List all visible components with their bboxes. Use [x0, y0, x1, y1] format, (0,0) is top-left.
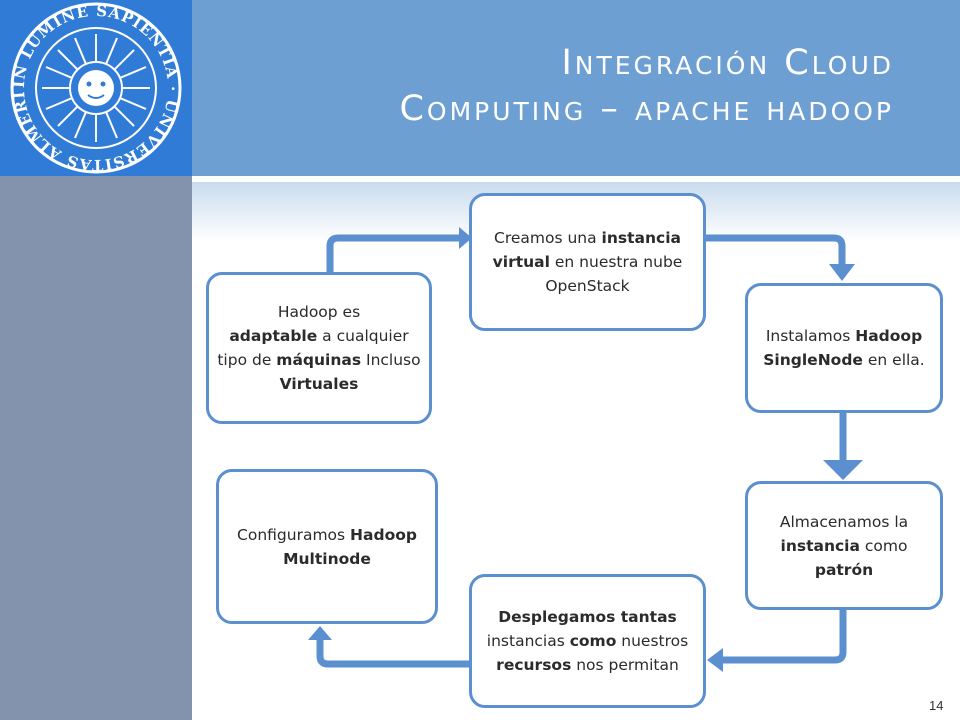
arrow-box4-to-box5: [722, 610, 847, 664]
page-number: 14: [929, 698, 944, 713]
box1-bold-virtuales: Virtuales: [279, 375, 359, 393]
arrowhead-box4: [823, 460, 863, 480]
box1-text-5: Incluso: [361, 351, 421, 369]
arrowhead-box6: [308, 626, 332, 640]
arrow-box5-to-box6: [316, 640, 470, 668]
box2-bold-instancia-virtual: instancia virtual: [492, 229, 681, 271]
box4-text-1: Almacenamos la: [779, 512, 909, 531]
slide-title-line-2: Computing – apache hadoop: [399, 89, 894, 129]
box1-bold-maquinas: máquinas: [276, 351, 362, 369]
flow-box-hadoop-adaptable: Hadoop es adaptable a cualquier tipo de …: [206, 272, 432, 424]
arrowhead-box5: [707, 648, 723, 672]
arrowhead-box3: [829, 264, 855, 281]
arrow-box1-to-box2: [326, 234, 460, 273]
flow-box-install-hadoop: Instalamos Hadoop SingleNode en ella.: [745, 283, 943, 413]
box2-text-1: Creamos una: [494, 229, 602, 247]
box4-bold-patron: patrón: [814, 560, 874, 579]
university-seal-logo: IN LUMINE SAPIENTIA · UNIVERSITAS ALMERI…: [0, 0, 182, 174]
box6-text-1: Configuramos: [237, 525, 351, 544]
box2-text-3: en nuestra nube OpenStack: [545, 253, 683, 295]
slide-title-line-1: Integración Cloud: [561, 43, 894, 83]
box5-bold-como: como: [569, 632, 617, 650]
box3-bold-hadoop-singlenode: Hadoop SingleNode: [763, 327, 923, 369]
box1-text-3: a cualquier tipo de: [217, 327, 409, 369]
box5-text-2: instancias: [486, 632, 570, 650]
box5-bold-desplegamos: Desplegamos tantas: [498, 608, 677, 626]
arrow-box2-to-box3: [706, 234, 846, 265]
box6-bold-hadoop-multinode: Hadoop Multinode: [283, 525, 417, 568]
slide-title: Integración Cloud Computing – apache had…: [254, 40, 894, 132]
header-divider: [192, 176, 960, 182]
flow-box-store-instance: Almacenamos la instancia como patrón: [745, 481, 943, 610]
title-header: Integración Cloud Computing – apache had…: [192, 0, 960, 176]
flow-box-deploy-instances: Desplegamos tantas instancias como nuest…: [469, 574, 706, 708]
logo-panel: IN LUMINE SAPIENTIA · UNIVERSITAS ALMERI…: [0, 0, 192, 176]
box3-text-3: en ella.: [862, 351, 925, 369]
flow-box-configure-multinode: Configuramos Hadoop Multinode: [216, 469, 438, 624]
box3-text-1: Instalamos: [765, 327, 856, 345]
box5-text-6: nos permitan: [571, 656, 679, 674]
box5-bold-recursos: recursos: [496, 656, 572, 674]
arrowhead-box2: [459, 227, 472, 249]
box5-text-4: nuestros: [616, 632, 689, 650]
flow-box-create-instance: Creamos una instancia virtual en nuestra…: [469, 193, 706, 331]
box4-text-3: como: [859, 536, 908, 555]
box1-bold-adaptable: adaptable: [229, 327, 318, 345]
box4-bold-instancia: instancia: [780, 536, 860, 555]
box1-text-1: Hadoop es: [277, 303, 361, 321]
